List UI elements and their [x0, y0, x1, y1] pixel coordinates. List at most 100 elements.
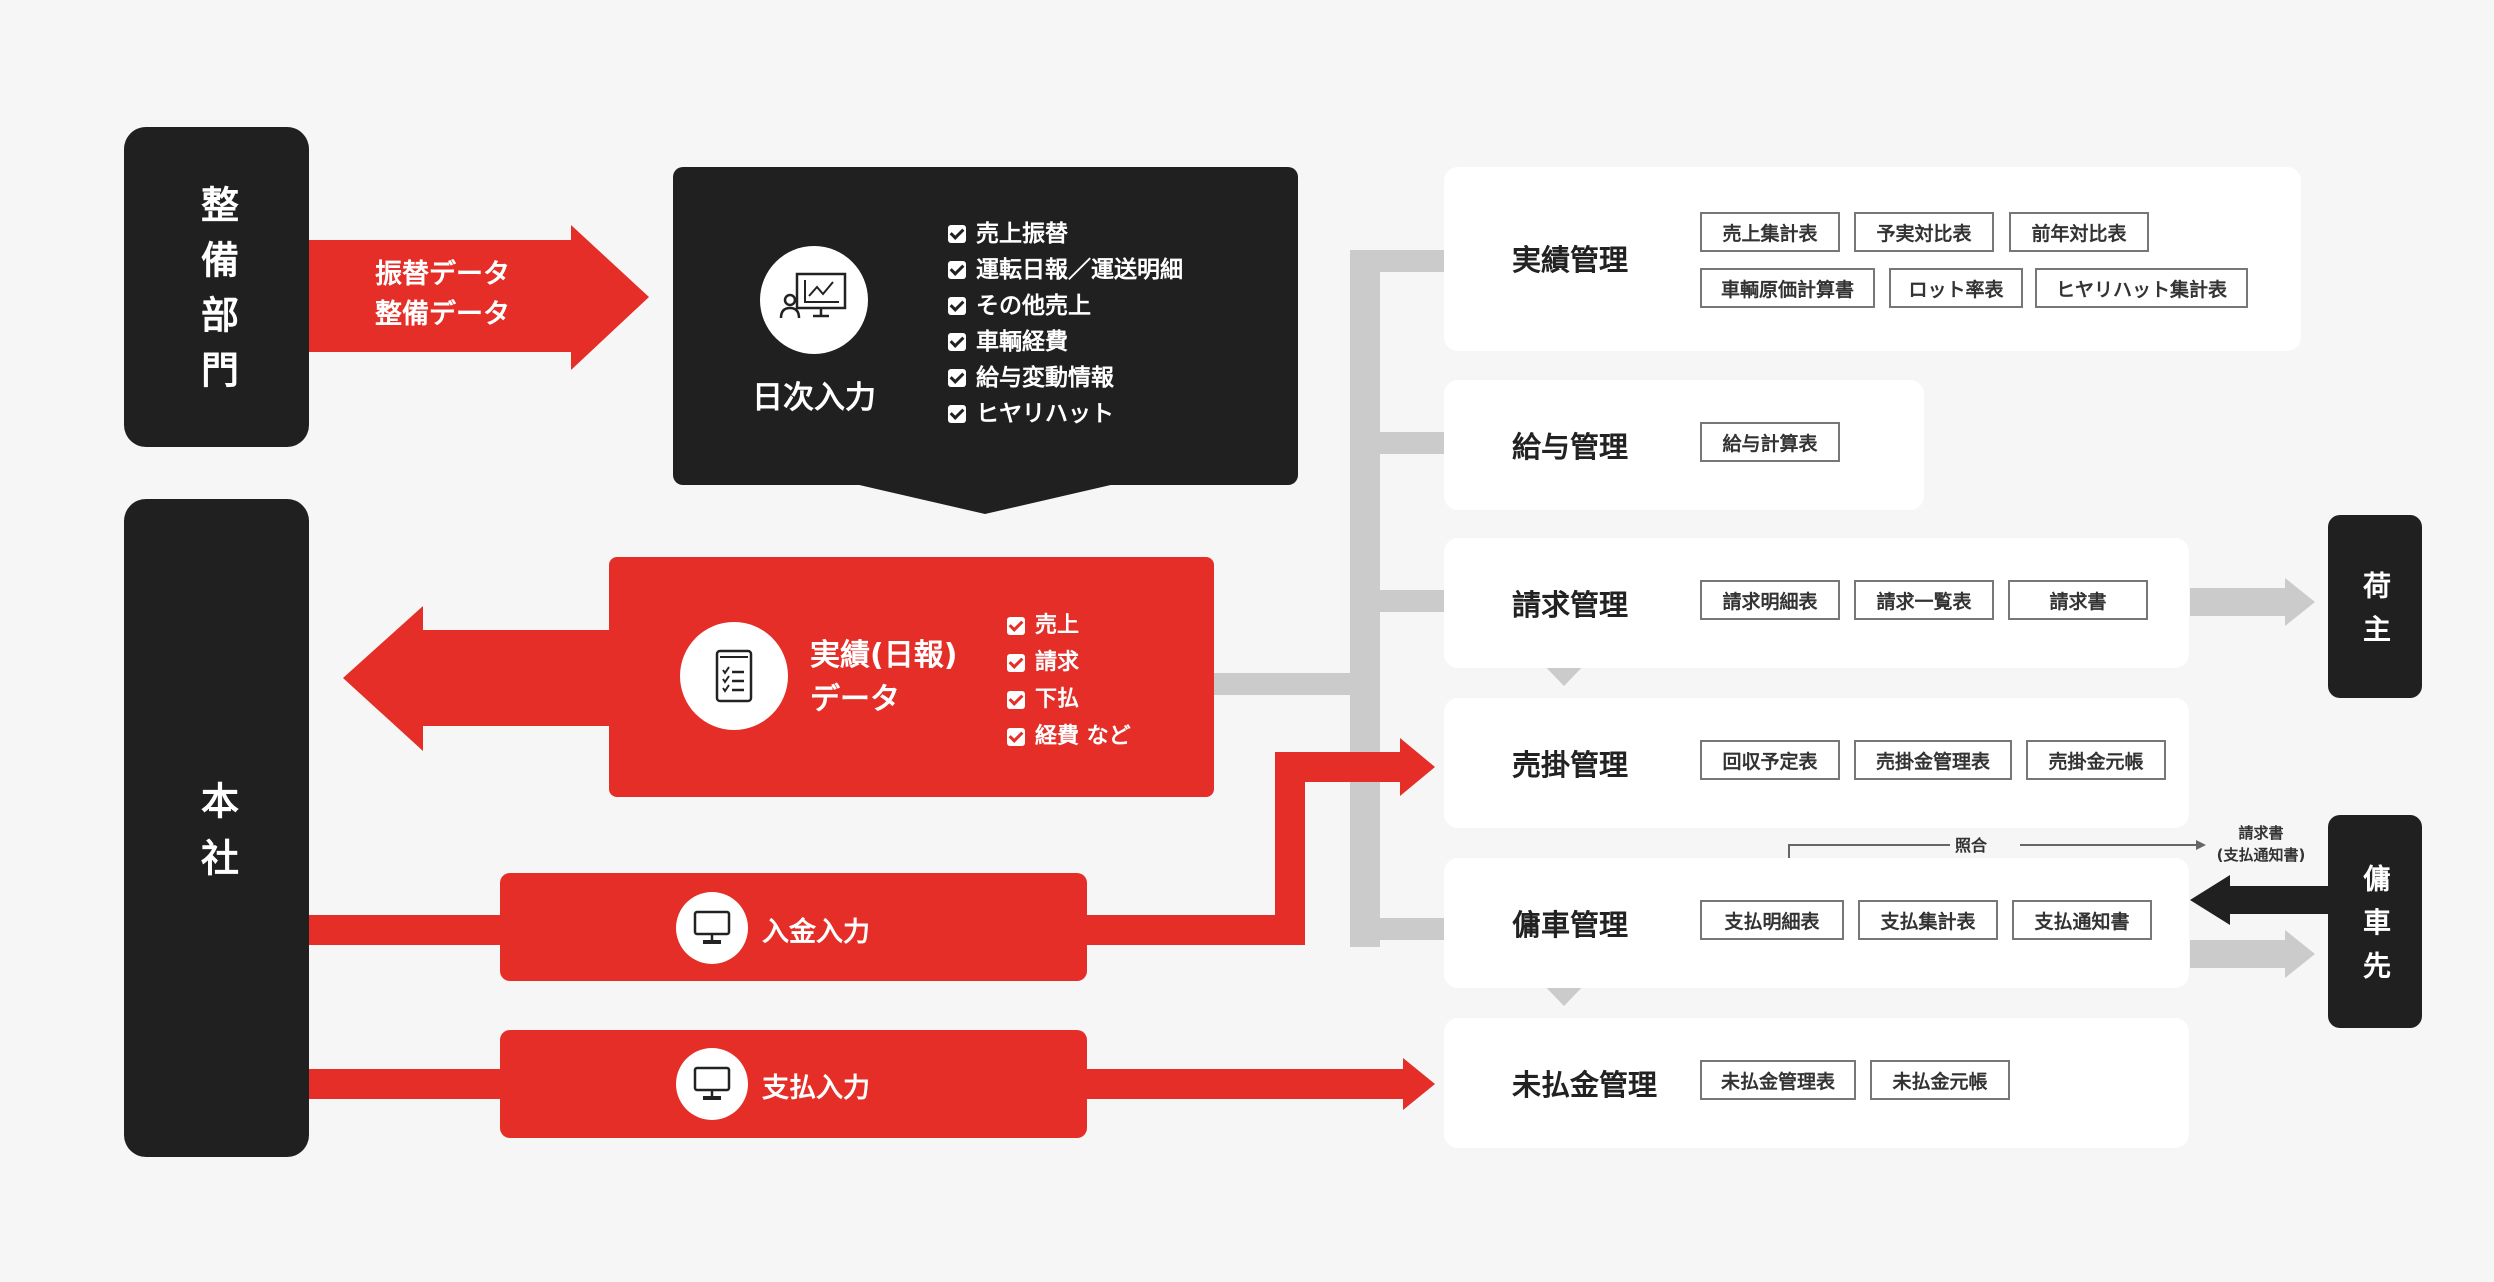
module-title: 請求管理: [1512, 588, 1629, 622]
checkbox-icon: [1007, 690, 1025, 709]
module-title: 実績管理: [1512, 243, 1629, 277]
results-data-arrow: [343, 606, 623, 751]
payment-input-label: 支払入力: [762, 1073, 870, 1104]
report-item[interactable]: 未払金管理表: [1700, 1060, 1856, 1100]
report-item[interactable]: ヒヤリハット集計表: [2035, 268, 2248, 308]
connector-branch-kyuyo: [1350, 432, 1445, 454]
checklist-label: 車輌経費: [976, 329, 1068, 355]
monitor-icon: [676, 1048, 748, 1120]
connector-branch-jisseki: [1350, 250, 1445, 272]
checkbox-icon: [948, 225, 966, 243]
report-item[interactable]: 給与計算表: [1700, 422, 1840, 462]
report-item[interactable]: 前年対比表: [2009, 212, 2149, 252]
report-item[interactable]: 支払集計表: [1858, 900, 1998, 940]
actor-maintenance: 整備部門: [124, 127, 309, 447]
connector-from-results: [1212, 673, 1352, 695]
actor-headquarters: 本社: [124, 499, 309, 1157]
arrow-label-line: 振替データ: [375, 259, 510, 290]
arrow-from-charter: [2190, 875, 2330, 925]
checkbox-icon: [1007, 727, 1025, 746]
presentation-chart-icon: [760, 246, 868, 354]
module-title: 未払金管理: [1512, 1068, 1658, 1102]
receipt-arrow-head: [1275, 738, 1435, 796]
checklist-item: 運転日報／運送明細: [948, 252, 1183, 288]
checklist-label: 売上: [1035, 613, 1080, 638]
results-title-line: 実績(日報): [810, 638, 958, 673]
connector-branch-yosha: [1350, 918, 1445, 940]
report-item[interactable]: 請求明細表: [1700, 580, 1840, 620]
checkbox-icon: [948, 369, 966, 387]
checklist-item: 売上: [1007, 607, 1131, 644]
payment-line-left: [309, 1069, 509, 1099]
checklist-label: 給与変動情報: [976, 365, 1114, 391]
connector-branch-seikyu: [1350, 590, 1445, 612]
actor-shipper-label: 荷主: [2359, 570, 2392, 658]
module-kyuyo: 給与管理 給与計算表: [1444, 380, 1924, 510]
module-miharai: 未払金管理 未払金管理表 未払金元帳: [1444, 1018, 2189, 1148]
report-item[interactable]: 未払金元帳: [1870, 1060, 2010, 1100]
checkbox-icon: [948, 261, 966, 279]
receipt-input-box: [500, 873, 1087, 981]
actor-shipper: 荷主: [2328, 515, 2422, 698]
checkbox-icon: [948, 297, 966, 315]
daily-input-title: 日次入力: [752, 380, 876, 416]
report-item[interactable]: 支払通知書: [2012, 900, 2152, 940]
module-yosha: 傭車管理 支払明細表 支払集計表 支払通知書: [1444, 858, 2189, 988]
actor-charter: 傭車先: [2328, 815, 2422, 1028]
receipt-input-label: 入金入力: [762, 917, 870, 948]
payment-input-box: [500, 1030, 1087, 1138]
report-item[interactable]: 請求書: [2008, 580, 2148, 620]
checklist-item: 経費 など: [1007, 718, 1131, 755]
report-item[interactable]: 予実対比表: [1854, 212, 1994, 252]
checklist-item: ヒヤリハット: [948, 396, 1183, 432]
reconcile-label: 照合: [1955, 836, 1988, 855]
report-item[interactable]: 回収予定表: [1700, 740, 1840, 780]
checkbox-icon: [948, 405, 966, 423]
checklist-item: 給与変動情報: [948, 360, 1183, 396]
checklist-label: ヒヤリハット: [976, 401, 1114, 427]
module-title: 傭車管理: [1512, 908, 1629, 942]
maintenance-arrow-label: 振替データ 整備データ: [375, 255, 510, 335]
daily-input-list: 売上振替 運転日報／運送明細 その他売上 車輌経費 給与変動情報 ヒヤリハット: [948, 216, 1183, 432]
module-title: 売掛管理: [1512, 748, 1629, 782]
arrow-to-shipper: [2190, 578, 2315, 626]
receipt-line-left: [309, 915, 509, 945]
arrow-to-charter: [2190, 930, 2315, 978]
checklist-label: 請求: [1035, 650, 1080, 675]
checklist-label: 売上振替: [976, 221, 1068, 247]
invoice-note-line-2: (支払通知書): [2216, 846, 2306, 864]
report-item[interactable]: 売掛金管理表: [1854, 740, 2012, 780]
actor-maintenance-label: 整備部門: [194, 185, 239, 406]
report-item[interactable]: 請求一覧表: [1854, 580, 1994, 620]
report-item[interactable]: 売上集計表: [1700, 212, 1840, 252]
module-title: 給与管理: [1512, 430, 1629, 464]
actor-headquarters-label: 本社: [194, 780, 239, 895]
checklist-label: その他売上: [976, 293, 1091, 319]
maintenance-data-arrow: [309, 225, 649, 370]
report-item[interactable]: ロット率表: [1889, 268, 2023, 308]
results-title-line: データ: [810, 682, 900, 717]
receipt-line-right: [1085, 915, 1305, 945]
invoice-note: 請求書 (支払通知書): [2205, 822, 2317, 866]
receipt-line-up: [1275, 752, 1305, 945]
report-item[interactable]: 車輌原価計算書: [1700, 268, 1875, 308]
checklist-item: 請求: [1007, 644, 1131, 681]
monitor-icon: [676, 892, 748, 964]
module-jisseki: 実績管理 売上集計表 予実対比表 前年対比表 車輌原価計算書 ロット率表 ヒヤリ…: [1444, 167, 2301, 351]
module-urikake: 売掛管理 回収予定表 売掛金管理表 売掛金元帳: [1444, 698, 2189, 828]
actor-charter-label: 傭車先: [2359, 864, 2392, 995]
report-item[interactable]: 支払明細表: [1700, 900, 1844, 940]
checklist-label: 下払: [1035, 687, 1080, 712]
clipboard-checklist-icon: [680, 622, 788, 730]
checkbox-icon: [948, 333, 966, 351]
checklist-item: その他売上: [948, 288, 1183, 324]
report-item[interactable]: 売掛金元帳: [2026, 740, 2166, 780]
results-data-list: 売上 請求 下払 経費 など: [1007, 607, 1131, 755]
checklist-label: 経費 など: [1035, 724, 1131, 749]
invoice-note-line-1: 請求書: [2238, 824, 2284, 842]
checklist-item: 売上振替: [948, 216, 1183, 252]
checkbox-icon: [1007, 616, 1025, 635]
checklist-item: 車輌経費: [948, 324, 1183, 360]
arrow-label-line: 整備データ: [375, 299, 510, 330]
module-seikyu: 請求管理 請求明細表 請求一覧表 請求書: [1444, 538, 2189, 668]
